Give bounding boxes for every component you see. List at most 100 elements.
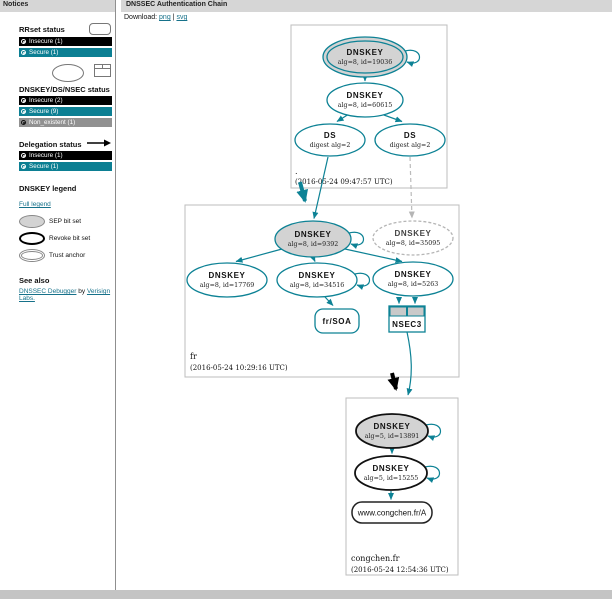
svg-text:alg=8, id=5263: alg=8, id=5263 [388,281,438,288]
edge-9392-34516 [309,254,316,262]
see-also-by: by [78,288,86,295]
rrset-insecure-bar: Insecure (1) [19,37,112,46]
sep-label: SEP bit set [49,218,82,225]
node-shapes-row [19,64,111,82]
node-nsec3[interactable]: NSEC3 [388,305,426,333]
svg-text:DNSKEY: DNSKEY [395,270,432,279]
secure-delegation-arrow [296,181,309,203]
node-fr-soa[interactable]: fr/SOA [314,308,360,334]
full-legend-link[interactable]: Full legend [19,201,51,208]
status-dot-icon [21,164,26,169]
svg-text:DNSKEY: DNSKEY [373,464,410,473]
node-ds-left[interactable]: DS digest alg=2 [294,123,366,157]
rrset-secure-label: Secure (1) [29,49,59,56]
download-png-link[interactable]: png [159,14,171,21]
delegation-status-heading: Delegation status [19,139,115,149]
svg-text:alg=8, id=34516: alg=8, id=34516 [290,282,344,289]
node-dnskey-15255[interactable]: DNSKEY alg=5, id=15255 [354,455,428,491]
zone-label-fr: fr [190,352,197,361]
node-www-congchen-a[interactable]: www.congchen.fr/A [351,501,433,524]
svg-text:alg=8, id=9392: alg=8, id=9392 [288,241,338,248]
node-dnskey-9392[interactable]: DNSKEY alg=8, id=9392 [274,220,352,258]
nsec-shape-icon [94,64,111,82]
edge-34516-soa [324,296,334,306]
selfsign-edge-13891 [425,423,442,441]
svg-text:DNSKEY: DNSKEY [395,229,432,238]
edge-9392-17769 [235,248,283,263]
zone-timestamp-root: (2016-05-24 09:47:57 UTC) [295,178,393,186]
status-dot-icon [21,120,26,125]
node-dnskey-5263[interactable]: DNSKEY alg=8, id=5263 [372,261,454,297]
download-svg-link[interactable]: svg [176,14,188,21]
rrset-status-label: RRset status [19,24,65,34]
node-dnskey-60615[interactable]: DNSKEY alg=8, id=60615 [326,82,404,118]
delegation-insecure-bar: Insecure (1) [19,151,112,160]
svg-text:alg=8, id=35095: alg=8, id=35095 [386,240,440,247]
download-separator: | [172,14,175,21]
selfsign-edge-34516 [354,272,371,290]
status-dot-icon [21,50,26,55]
node-ds-right[interactable]: DS digest alg=2 [374,123,446,157]
svg-text:digest alg=2: digest alg=2 [310,142,351,149]
node-dnskey-19036[interactable]: DNSKEY alg=8, id=19036 [322,36,408,78]
svg-text:DNSKEY: DNSKEY [347,91,384,100]
node-dnskey-35095[interactable]: DNSKEY alg=8, id=35095 [372,220,454,256]
trust-anchor-label: Trust anchor [49,252,86,259]
delegation-arrow-icon [87,139,111,149]
node-dnskey-13891[interactable]: DNSKEY alg=5, id=13891 [355,413,429,449]
svg-text:DNSKEY: DNSKEY [299,271,336,280]
dnskey-nonexistent-bar: Non_existent (1) [19,118,112,127]
edge-ds-35095-dashed [408,156,415,219]
dnssec-debugger-link[interactable]: DNSSEC Debugger [19,288,77,295]
zone-label-root: . [295,167,298,176]
svg-text:DS: DS [404,131,416,140]
rrset-status-heading: RRset status [19,23,115,35]
rrset-secure-bar: Secure (1) [19,48,112,57]
dnskey-secure-bar: Secure (9) [19,107,112,116]
svg-text:alg=8, id=60615: alg=8, id=60615 [338,102,392,109]
zone-timestamp-congchen: (2016-05-24 12:54:36 UTC) [351,566,449,574]
download-label: Download: [124,14,158,21]
dnskey-legend-heading: DNSKEY legend [19,184,115,193]
svg-text:fr/SOA: fr/SOA [323,317,352,326]
rrset-shape-icon [89,23,111,35]
revoke-label: Revoke bit set [49,235,91,242]
see-also-heading: See also [19,276,115,285]
legend-item-revoke: Revoke bit set [19,232,115,245]
node-dnskey-17769[interactable]: DNSKEY alg=8, id=17769 [186,262,268,298]
selfsign-edge-15255 [424,465,441,483]
delegation-secure-bar: Secure (1) [19,162,112,171]
edge-nsec3-congchen [406,331,413,396]
svg-text:digest alg=2: digest alg=2 [390,142,431,149]
svg-text:DNSKEY: DNSKEY [347,48,384,57]
status-dot-icon [21,153,26,158]
dnskey-insecure-bar: Insecure (2) [19,96,112,105]
dnskey-status-heading: DNSKEY/DS/NSEC status [19,85,115,94]
status-dot-icon [21,109,26,114]
edge-ds-9392 [312,156,329,219]
svg-text:DS: DS [324,131,336,140]
edge-9392-5263 [344,248,403,264]
see-also-label: See also [19,276,50,285]
bottom-scrollbar[interactable] [0,590,612,599]
svg-text:alg=5, id=13891: alg=5, id=13891 [365,433,419,440]
download-line: Download: png | svg [124,14,187,21]
svg-text:alg=8, id=17769: alg=8, id=17769 [200,282,254,289]
node-dnskey-34516[interactable]: DNSKEY alg=8, id=34516 [276,262,358,298]
sidebar: Notices RRset status Insecure (1) Secure… [0,0,116,590]
svg-text:NSEC3: NSEC3 [392,320,422,329]
dnskey-status-label: DNSKEY/DS/NSEC status [19,85,110,94]
zone-timestamp-fr: (2016-05-24 10:29:16 UTC) [190,364,288,372]
verisign-labs-link[interactable]: Verisign Labs. [19,288,111,302]
notices-title: Notices [0,0,115,12]
sep-ellipse-icon [19,215,45,228]
dnskey-shape-icon [52,64,84,82]
insecure-delegation-arrow [387,372,400,391]
svg-text:DNSKEY: DNSKEY [209,271,246,280]
selfsign-edge-9392 [348,231,365,249]
svg-text:alg=5, id=15255: alg=5, id=15255 [364,475,418,482]
revoke-ellipse-icon [19,232,45,245]
delegation-secure-label: Secure (1) [29,163,59,170]
dnskey-legend-label: DNSKEY legend [19,184,77,193]
status-dot-icon [21,39,26,44]
